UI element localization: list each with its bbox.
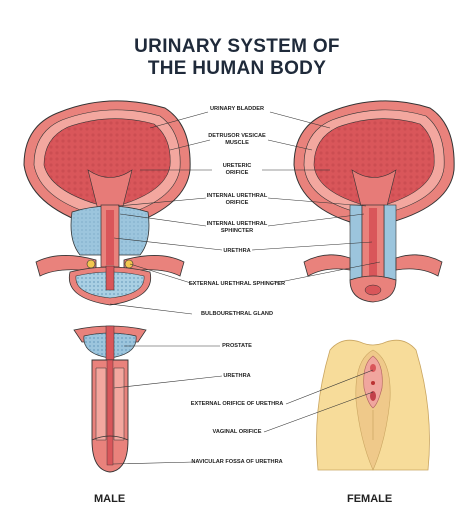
leader-lines	[109, 111, 381, 465]
label-detrusor-line-2: MUSCLE	[225, 140, 249, 146]
label-urinary-bladder: URINARY BLADDER	[209, 106, 265, 112]
label-vaginal-orifice: VAGINAL ORIFICE	[212, 429, 262, 435]
male-penis-section	[73, 325, 147, 473]
female-bladder	[293, 100, 455, 303]
label-internal-orifice-line-2: ORIFICE	[225, 200, 249, 206]
label-internal-orifice-line-1: INTERNAL URETHRAL	[206, 193, 268, 199]
caption-male: MALE	[94, 493, 126, 505]
title-line-2: THE HUMAN BODY	[147, 58, 327, 79]
caption-female: FEMALE	[347, 493, 393, 505]
label-external-sphincter: EXTERNAL URETHRAL SPHINCTER	[188, 281, 286, 287]
label-detrusor-line-1: DETRUSOR VESICAE	[208, 133, 266, 139]
label-urethra-bottom: URETHRA	[223, 373, 251, 379]
title-line-1: URINARY SYSTEM OF	[134, 36, 340, 57]
label-bulbourethral-gland: BULBOURETHRAL GLAND	[201, 311, 273, 317]
label-prostate: PROSTATE	[222, 343, 252, 349]
female-vulva-section	[316, 339, 430, 471]
label-internal-sphincter-line-1: INTERNAL URETHRAL	[206, 221, 268, 227]
male-bladder	[23, 100, 191, 306]
label-ureteric-line-2: ORIFICE	[225, 170, 249, 176]
label-navicular-fossa: NAVICULAR FOSSA OF URETHRA	[191, 459, 283, 465]
label-ureteric-line-1: URETERIC	[222, 163, 252, 169]
label-internal-sphincter-line-2: SPHINCTER	[220, 228, 254, 234]
label-urethra-top: URETHRA	[223, 248, 251, 254]
label-external-orifice: EXTERNAL ORIFICE OF URETHRA	[190, 401, 284, 407]
